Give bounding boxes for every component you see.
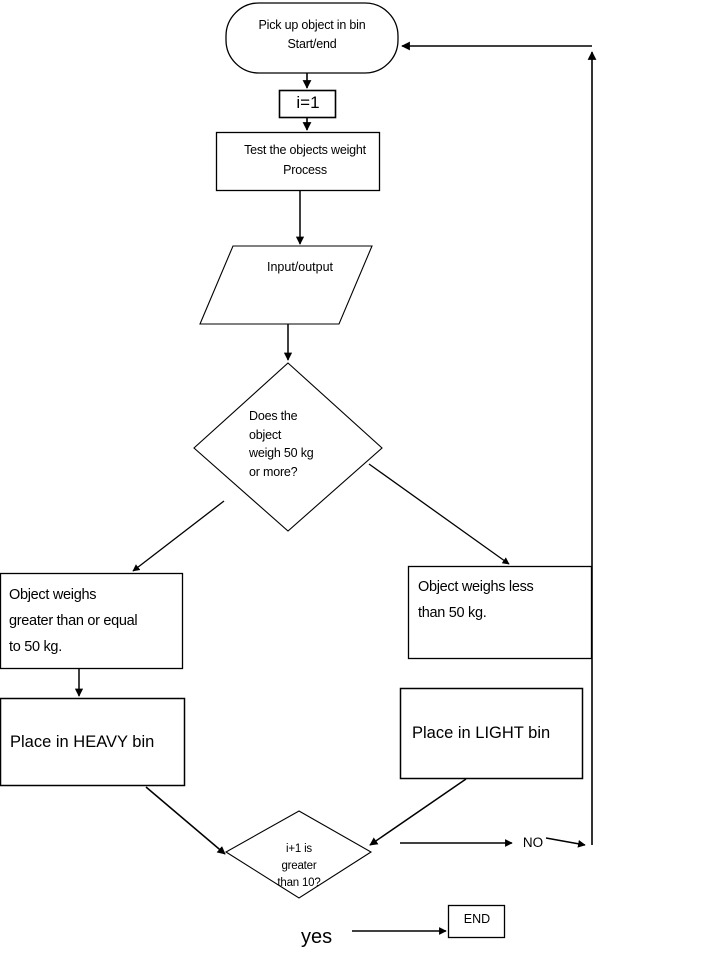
input-output-parallelogram-shape[interactable] [199,245,373,325]
place-heavy-box-shape[interactable] [0,697,186,787]
heavy-result-box-shape[interactable] [0,572,184,670]
test-weight-box-shape[interactable] [215,131,381,192]
connector-place-heavy-to-counter-decision [145,786,226,855]
connector-place-light-to-counter-decision [369,778,467,846]
init-box-shape[interactable] [278,89,337,119]
connector-decision-to-light-result [368,463,510,565]
connector-decision-to-heavy-result [132,500,225,572]
place-light-box-shape[interactable] [399,687,584,780]
end-terminal-box-shape[interactable] [447,904,506,939]
light-result-box-shape[interactable] [407,565,593,660]
start-terminal-shape[interactable] [225,2,399,74]
counter-decision-diamond-shape[interactable] [224,810,373,899]
connector-no-to-feedback-line [545,837,586,848]
weight-decision-diamond-shape[interactable] [193,362,383,532]
